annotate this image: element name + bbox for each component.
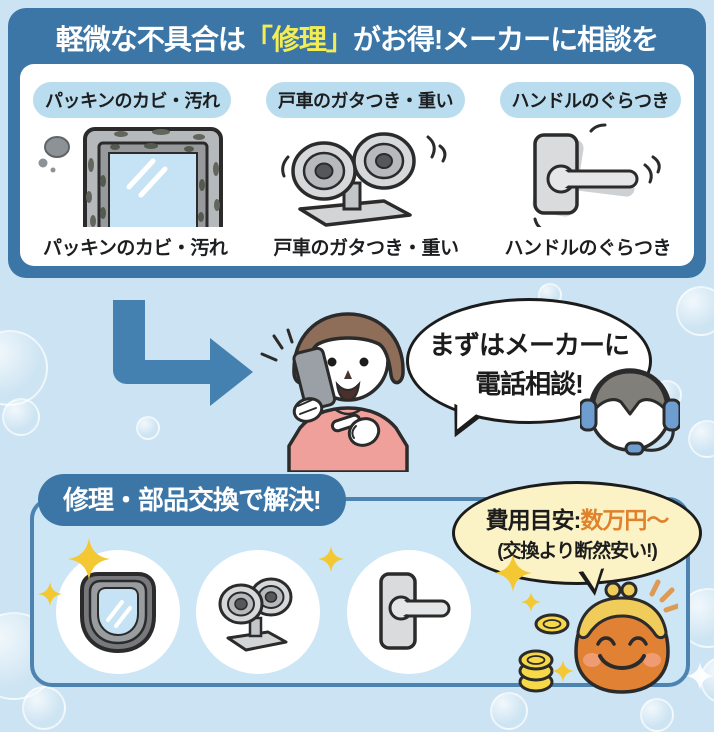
title-suffix: がお得!メーカーに相談を: [352, 24, 659, 55]
new-handle-circle: [347, 550, 471, 674]
sparkle-icon: [552, 660, 574, 682]
issue-caption-gasket: パッキンのカビ・汚れ: [43, 238, 228, 259]
issue-pill-gasket: パッキンのカビ・汚れ: [33, 82, 232, 118]
bubble-decoration: [0, 330, 48, 406]
title-highlight: 「修理」: [244, 24, 354, 55]
window-gasket-icon: [80, 572, 156, 653]
new-roller-circle: [196, 550, 320, 674]
issue-illustration-row: [20, 122, 694, 228]
bubble-decoration: [136, 416, 160, 440]
moldy-window-gasket-icon: [24, 122, 244, 228]
door-handle-icon: [379, 572, 451, 650]
cost-note: (交換より断然安い!): [497, 541, 658, 562]
bubble-decoration: [490, 692, 528, 730]
solution-badge: 修理・部品交換で解決!: [38, 474, 346, 526]
cost-bubble: 費用目安:数万円〜 (交換より断然安い!): [452, 481, 702, 611]
cost-value: 数万円〜: [580, 507, 669, 533]
title-prefix: 軽微な不具合は: [55, 24, 246, 55]
door-roller-icon: [218, 577, 293, 652]
new-gasket-circle: [56, 550, 180, 674]
person-with-phone-illustration: [260, 312, 409, 472]
door-roller-icon: [247, 122, 467, 228]
sparkle-icon: [686, 662, 714, 690]
bubble-decoration: [640, 698, 674, 732]
coins-icon: [518, 613, 570, 693]
issue-caption-handle: ハンドルのぐらつき: [504, 238, 671, 259]
speech-line-1: まずはメーカーに: [428, 330, 630, 360]
coin-purse-icon: [574, 579, 678, 694]
sparkle-icon: [38, 582, 62, 606]
infographic-poster: 軽微な不具合は「修理」がお得!メーカーに相談を パッキンのカビ・汚れ 戸車のガタ…: [0, 8, 714, 732]
operator-headset-icon: [580, 368, 680, 456]
issues-card: パッキンのカビ・汚れ 戸車のガタつき・重い ハンドルのぐらつき: [20, 64, 694, 266]
cost-line: 費用目安:数万円〜: [455, 501, 699, 535]
sparkle-icon: [318, 546, 344, 572]
sparkle-icon: [521, 592, 541, 612]
bubble-decoration: [676, 286, 714, 336]
issue-pill-handle: ハンドルのぐらつき: [499, 82, 681, 118]
speech-line-2: 電話相談!: [475, 369, 584, 399]
issue-pill-row: パッキンのカビ・汚れ 戸車のガタつき・重い ハンドルのぐらつき: [20, 82, 694, 118]
door-handle-icon: [470, 122, 690, 228]
down-right-arrow-icon: [113, 300, 253, 406]
bubble-decoration: [688, 420, 714, 458]
issue-caption-row: パッキンのカビ・汚れ 戸車のガタつき・重い ハンドルのぐらつき: [20, 233, 694, 260]
issue-caption-roller: 戸車のガタつき・重い: [273, 238, 459, 259]
bubble-decoration: [2, 398, 40, 436]
bubble-decoration: [22, 686, 66, 730]
sparkle-icon: [68, 538, 110, 580]
header-banner: 軽微な不具合は「修理」がお得!メーカーに相談を パッキンのカビ・汚れ 戸車のガタ…: [8, 8, 706, 278]
page-title: 軽微な不具合は「修理」がお得!メーカーに相談を: [8, 17, 706, 63]
issue-pill-roller: 戸車のガタつき・重い: [265, 82, 465, 118]
sparkle-icon: [494, 554, 532, 592]
cost-label: 費用目安:: [485, 507, 582, 533]
